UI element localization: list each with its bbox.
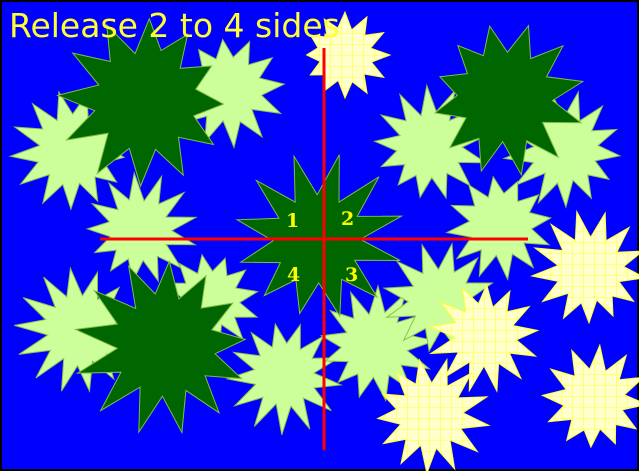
slide-title: Release 2 to 4 sides [9,6,340,46]
quadrant-label-2: 2 [341,209,354,229]
quadrant-label-4: 4 [287,265,300,285]
quadrant-label-3: 3 [345,265,358,285]
quadrant-label-1: 1 [286,211,299,231]
